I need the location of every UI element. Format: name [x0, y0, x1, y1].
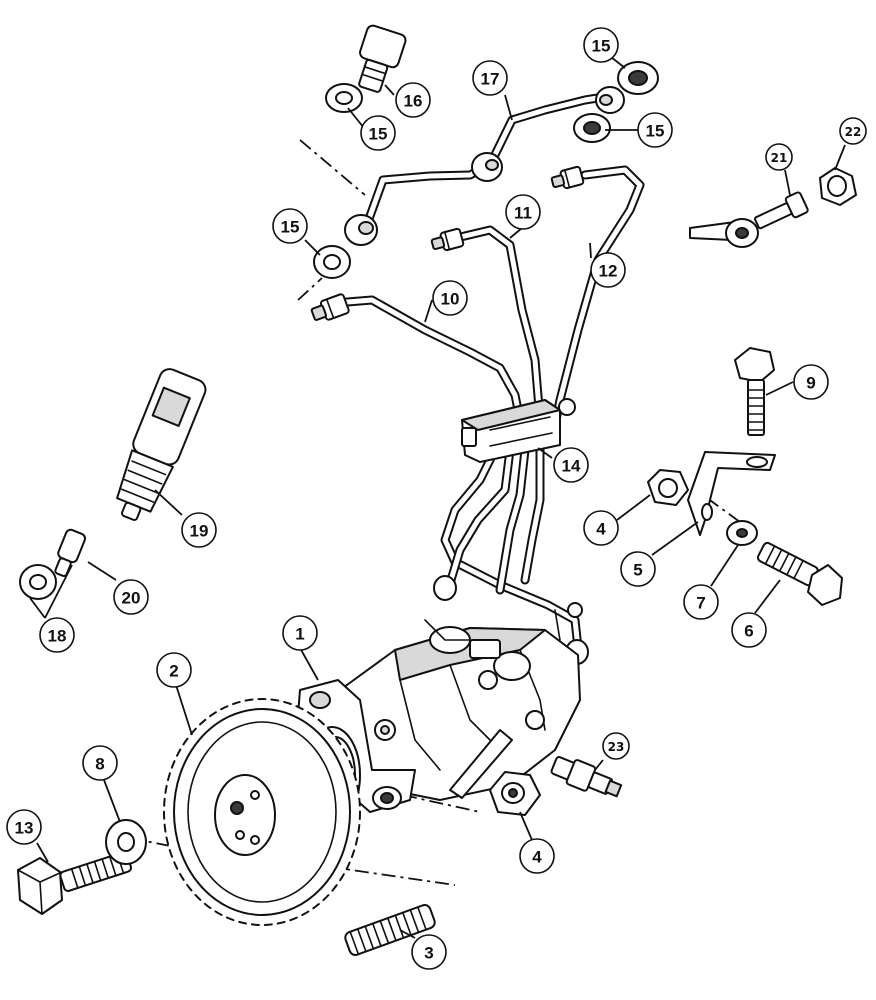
callout-15-right: 15: [637, 112, 673, 148]
svg-text:4: 4: [596, 520, 606, 539]
callout-5: 5: [620, 551, 656, 587]
bracket-nut: [647, 469, 689, 506]
callout-10: 10: [432, 280, 468, 316]
pipe-union-nuts: [310, 86, 625, 665]
callout-15-top-left: 15: [360, 115, 396, 151]
svg-text:15: 15: [281, 218, 300, 237]
banjo-nut: [819, 167, 857, 206]
callout-6: 6: [731, 612, 767, 648]
callout-15-left: 15: [272, 208, 308, 244]
svg-text:3: 3: [424, 944, 433, 963]
svg-text:17: 17: [481, 70, 500, 89]
callout-14: 14: [553, 447, 589, 483]
sensor: [550, 756, 623, 798]
callout-8: 8: [82, 745, 118, 781]
gear-bolt: [17, 851, 133, 915]
callout-13: 13: [6, 809, 42, 845]
svg-text:8: 8: [95, 755, 104, 774]
sealing-washer-right: [573, 113, 611, 143]
callout-1: 1: [282, 615, 318, 651]
svg-text:13: 13: [15, 819, 34, 838]
callout-15-top-right: 15: [583, 27, 619, 63]
callout-18: 18: [39, 617, 75, 653]
callout-17: 17: [472, 60, 508, 96]
svg-text:21: 21: [771, 151, 788, 165]
svg-text:15: 15: [369, 125, 388, 144]
svg-text:4: 4: [532, 848, 542, 867]
callout-11: 11: [505, 194, 541, 230]
callout-3: 3: [411, 934, 447, 970]
svg-text:5: 5: [633, 561, 642, 580]
svg-text:1: 1: [295, 625, 304, 644]
svg-text:2: 2: [169, 662, 178, 681]
bracket-bolt: [734, 347, 775, 436]
svg-text:15: 15: [592, 37, 611, 56]
banjo-fitting: [689, 191, 809, 248]
svg-text:10: 10: [441, 290, 460, 309]
svg-text:18: 18: [48, 627, 67, 646]
svg-text:15: 15: [646, 122, 665, 141]
callout-23: 23: [602, 732, 630, 760]
callout-22: 22: [839, 117, 867, 145]
svg-text:11: 11: [514, 204, 532, 223]
svg-text:14: 14: [562, 457, 581, 476]
callout-16: 16: [395, 82, 431, 118]
gear-washer: [105, 819, 147, 865]
injector: [116, 368, 207, 521]
svg-text:9: 9: [806, 374, 815, 393]
svg-text:7: 7: [696, 594, 705, 613]
pipe-clamp: [461, 398, 576, 463]
pump-nut-lower: [489, 771, 541, 816]
callout-12: 12: [590, 252, 626, 288]
pipe-bundle-lower: [440, 445, 583, 653]
callout-2: 2: [156, 652, 192, 688]
injector-pipe-10: [330, 295, 525, 425]
svg-text:19: 19: [190, 522, 209, 541]
injector-pipe-11: [443, 225, 545, 425]
bracket-bolt-6: [756, 541, 843, 606]
drive-gear: [163, 698, 361, 926]
svg-text:16: 16: [404, 92, 423, 111]
callout-4-lower: 4: [519, 838, 555, 874]
callout-21: 21: [765, 143, 793, 171]
stud: [344, 904, 436, 956]
sealing-washer-left: [313, 245, 351, 279]
sealing-washer-top-left: [325, 83, 363, 113]
injector-seal: [54, 528, 87, 578]
callout-7: 7: [683, 584, 719, 620]
banjo-bolt: [358, 24, 407, 93]
sealing-washer-top-right: [617, 61, 659, 95]
callout-19: 19: [181, 512, 217, 548]
svg-text:6: 6: [744, 622, 753, 641]
svg-text:12: 12: [599, 262, 618, 281]
injector-washer: [19, 564, 57, 600]
svg-text:23: 23: [608, 740, 625, 754]
bracket-washer: [726, 520, 758, 546]
bracket: [687, 451, 776, 536]
svg-text:22: 22: [845, 125, 862, 139]
injector-pipe-12: [551, 165, 645, 425]
leader-lines: [29, 56, 846, 939]
callout-20: 20: [113, 579, 149, 615]
svg-text:20: 20: [122, 589, 141, 608]
callout-4-bracket: 4: [583, 510, 619, 546]
callout-9: 9: [793, 364, 829, 400]
